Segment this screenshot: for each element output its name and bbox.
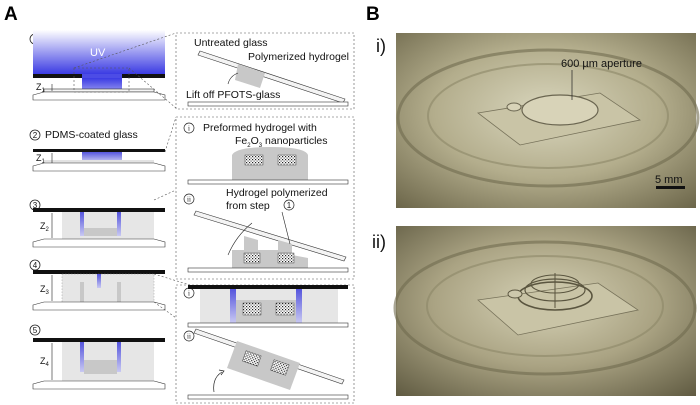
hydrogel-disc xyxy=(521,94,599,126)
polymerized-hydrogel-label: Polymerized hydrogel xyxy=(248,51,349,63)
scale-bar xyxy=(656,186,685,189)
svg-text:i: i xyxy=(188,125,190,133)
step-4-diagram: 4 Z3 xyxy=(29,259,166,311)
hydrogel-polymerized-label: Hydrogel polymerized xyxy=(226,187,328,199)
step-3-diagram: 3 Z2 xyxy=(29,199,166,248)
inset-preformed: i Preformed hydrogel with Fe2O3 nanopart… xyxy=(175,116,355,280)
untreated-glass-label: Untreated glass xyxy=(194,37,268,49)
photo-ii: ii) xyxy=(372,226,697,396)
panel-a-letter: A xyxy=(4,4,18,25)
svg-text:ii: ii xyxy=(187,333,191,341)
step-4-number: 4 xyxy=(33,261,38,270)
gap-z4: Z4 xyxy=(40,356,50,368)
photo-ii-label: ii) xyxy=(372,232,386,252)
photo-i: 600 µm aperture 5 mm i) xyxy=(376,33,700,208)
panel-b-letter: B xyxy=(366,4,380,25)
uv-label: UV xyxy=(90,47,106,59)
preformed-hydrogel xyxy=(232,147,308,180)
uv-light-field xyxy=(33,30,165,74)
photo-i-label: i) xyxy=(376,36,386,56)
hydrogel-block xyxy=(235,64,265,88)
inset-liftoff: Untreated glass Polymerized hydrogel Lif… xyxy=(175,32,355,110)
scale-bar-label: 5 mm xyxy=(655,174,683,186)
from-step-label: from step xyxy=(226,200,270,212)
gap-z1-step1: Z1 xyxy=(36,82,46,94)
step-3-number: 3 xyxy=(33,201,38,210)
step-5-number: 5 xyxy=(33,326,38,335)
step-2-diagram: 2 PDMS-coated glass Z1 xyxy=(29,129,166,172)
liftoff-label: Lift off PFOTS-glass xyxy=(186,89,280,101)
fe2o3-label: Fe2O3 nanoparticles xyxy=(235,135,328,149)
svg-text:1: 1 xyxy=(287,201,292,210)
step-2-number: 2 xyxy=(33,131,38,140)
pdms-label: PDMS-coated glass xyxy=(45,129,138,141)
inset-release: i ii xyxy=(175,284,355,404)
gap-z3: Z3 xyxy=(40,284,50,296)
gap-z2: Z2 xyxy=(40,221,50,233)
svg-text:i: i xyxy=(188,290,190,298)
uv-beam xyxy=(82,78,122,90)
step-1-diagram: 1 UV Z1 xyxy=(29,30,166,101)
svg-text:ii: ii xyxy=(187,196,191,204)
gap-z1-step2: Z1 xyxy=(36,153,46,165)
preformed-label: Preformed hydrogel with xyxy=(203,122,317,134)
aperture-label: 600 µm aperture xyxy=(561,58,642,70)
step-5-diagram: 5 Z4 xyxy=(29,324,166,390)
